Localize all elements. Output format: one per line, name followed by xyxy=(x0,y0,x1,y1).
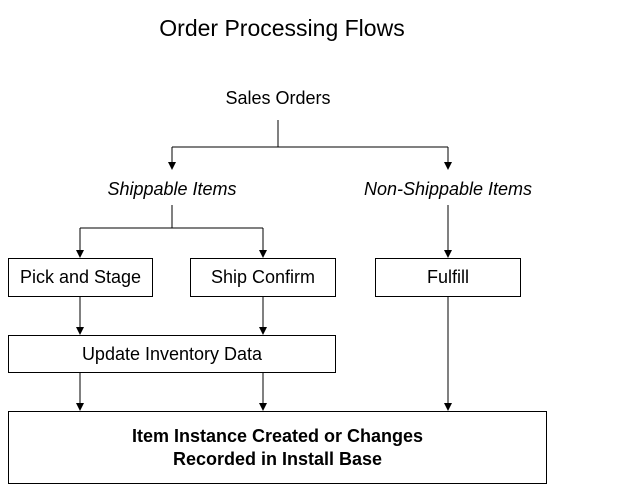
result-line-2: Recorded in Install Base xyxy=(172,448,383,469)
step-label-update-inventory: Update Inventory Data xyxy=(81,343,263,364)
step-label-ship-confirm: Ship Confirm xyxy=(210,267,316,287)
result-line-1: Item Instance Created or Changes xyxy=(131,425,424,446)
step-box-pick-and-stage: Pick and Stage xyxy=(8,258,153,297)
diagram-title: Order Processing Flows xyxy=(159,15,405,41)
step-label-pick-and-stage: Pick and Stage xyxy=(19,267,142,287)
step-box-ship-confirm: Ship Confirm xyxy=(190,258,336,297)
branch-label-non-shippable: Non-Shippable Items xyxy=(363,179,533,199)
step-box-update-inventory: Update Inventory Data xyxy=(8,335,336,373)
step-box-fulfill: Fulfill xyxy=(375,258,521,297)
branch-label-shippable: Shippable Items xyxy=(107,179,237,199)
step-label-fulfill: Fulfill xyxy=(426,267,469,287)
root-label-sales-orders: Sales Orders xyxy=(225,88,331,108)
result-box: Item Instance Created or Changes Recorde… xyxy=(8,411,547,484)
